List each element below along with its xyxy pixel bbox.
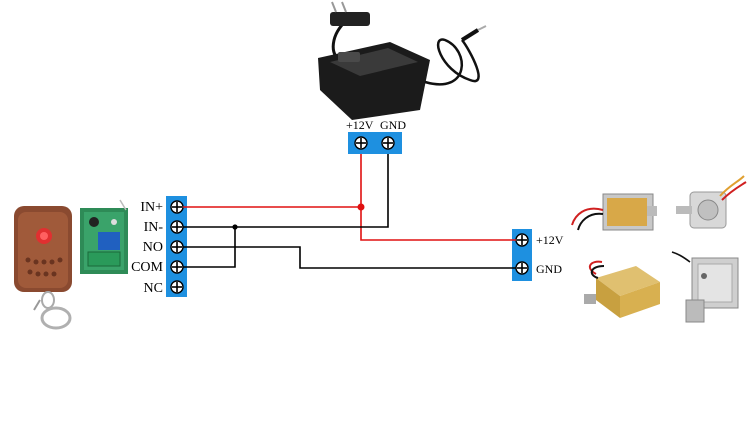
power-pos-label: +12V (346, 118, 374, 132)
wire-no (183, 246, 516, 269)
power-adapter-icon (318, 1, 487, 120)
junction-positive (357, 203, 365, 211)
power-neg-screw (381, 136, 395, 150)
relay-terminal-block: IN+ IN- NO COM NC (131, 196, 187, 297)
lock-image-3 (584, 260, 660, 318)
lock-image-4 (671, 251, 739, 323)
relay-screw-no (170, 240, 184, 254)
lock-image-1 (571, 193, 657, 231)
lock-neg-screw (515, 261, 529, 275)
power-terminal-block: +12V GND (346, 118, 406, 154)
relay-screw-in-plus (170, 200, 184, 214)
relay-screw-in-minus (170, 220, 184, 234)
wire-in-minus (183, 154, 389, 228)
remote-fob-icon (14, 206, 72, 330)
relay-label-in-plus: IN+ (140, 200, 163, 215)
lock-neg-label: GND (536, 262, 562, 276)
lock-image-2 (676, 175, 747, 229)
relay-label-nc: NC (144, 281, 163, 296)
wire-lock-positive (360, 207, 516, 241)
lock-terminal-block: +12V GND (512, 229, 564, 281)
wires (183, 154, 516, 269)
relay-screw-com (170, 260, 184, 274)
relay-board-icon (80, 199, 128, 274)
electric-lock-icon (571, 175, 747, 323)
relay-label-com: COM (131, 260, 163, 275)
relay-screw-nc (170, 280, 184, 294)
power-neg-label: GND (380, 118, 406, 132)
power-pos-screw (354, 136, 368, 150)
wire-in-plus (183, 154, 362, 208)
wire-com (183, 227, 236, 268)
relay-label-no: NO (143, 240, 163, 255)
lock-pos-screw (515, 233, 529, 247)
lock-pos-label: +12V (536, 233, 564, 247)
relay-label-in-minus: IN- (144, 220, 164, 235)
